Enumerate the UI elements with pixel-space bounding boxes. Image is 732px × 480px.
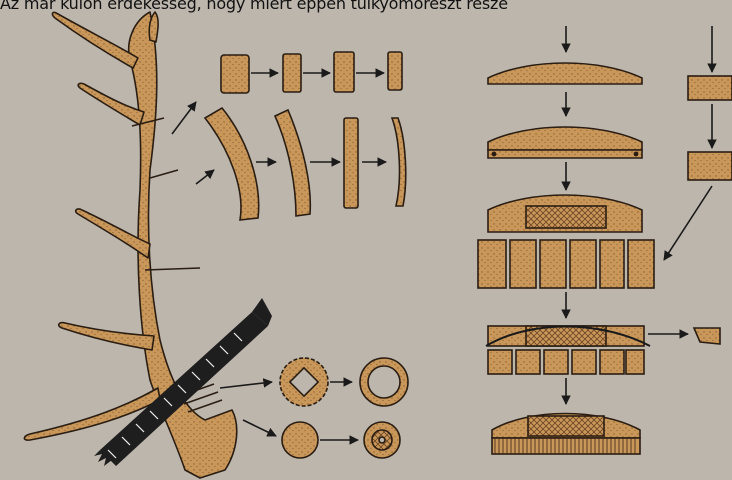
blank-pieces: [205, 52, 406, 220]
ring-icon: [280, 358, 408, 458]
comb-icon: [478, 63, 732, 454]
antler-icon: [24, 12, 236, 478]
